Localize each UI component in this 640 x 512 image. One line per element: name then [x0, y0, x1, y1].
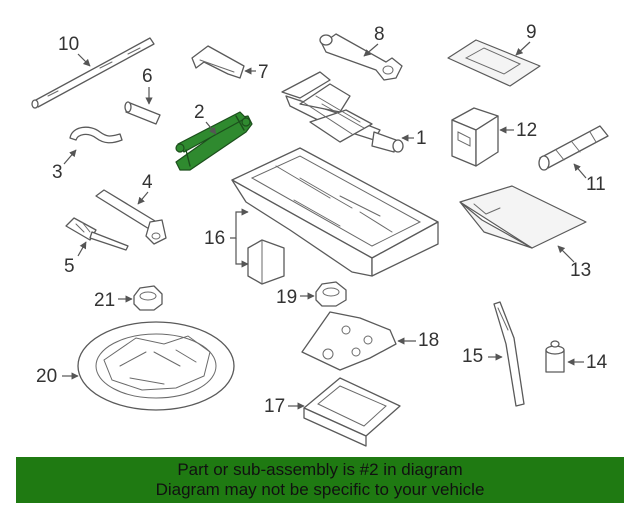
callout-9[interactable]: 9 — [526, 22, 537, 43]
callout-10[interactable]: 10 — [58, 34, 79, 55]
callout-3[interactable]: 3 — [52, 162, 63, 183]
callout-1[interactable]: 1 — [416, 128, 427, 149]
callout-19[interactable]: 19 — [276, 287, 297, 308]
part-4-lug-wrench[interactable] — [95, 189, 167, 245]
part-19-knob[interactable] — [315, 281, 347, 307]
part-11-cylinder[interactable] — [538, 125, 609, 171]
callout-2[interactable]: 2 — [194, 102, 205, 123]
callout-21[interactable]: 21 — [94, 290, 115, 311]
part-18-plate[interactable] — [301, 311, 397, 371]
banner-line-part-number: Part or sub-assembly is #2 in diagram — [177, 460, 463, 479]
part-12-box[interactable] — [451, 107, 499, 167]
part-21-knob[interactable] — [133, 285, 163, 311]
part-16-storage-tray[interactable] — [231, 147, 439, 285]
part-6-sleeve[interactable] — [124, 101, 161, 125]
part-20-organizer[interactable] — [77, 321, 235, 411]
callout-15[interactable]: 15 — [462, 346, 483, 367]
callout-18[interactable]: 18 — [418, 330, 439, 351]
part-1-scissor-jack[interactable] — [281, 71, 404, 153]
part-17-lower-tray[interactable] — [303, 377, 401, 447]
part-8-wrench[interactable] — [319, 33, 403, 81]
callout-13[interactable]: 13 — [570, 260, 591, 281]
callout-8[interactable]: 8 — [374, 24, 385, 45]
banner-line-disclaimer: Diagram may not be specific to your vehi… — [155, 480, 485, 499]
part-7-clip[interactable] — [191, 45, 245, 79]
callout-14[interactable]: 14 — [586, 352, 608, 373]
part-14-canister[interactable] — [545, 340, 565, 373]
callout-11[interactable]: 11 — [586, 174, 606, 195]
callout-6[interactable]: 6 — [142, 66, 153, 87]
callout-20[interactable]: 20 — [36, 366, 57, 387]
part-13-liner[interactable] — [459, 185, 587, 249]
part-3-spring-clip[interactable] — [69, 126, 123, 144]
callout-16[interactable]: 16 — [204, 228, 225, 249]
callout-17[interactable]: 17 — [264, 396, 285, 417]
callout-12[interactable]: 12 — [516, 120, 537, 141]
callout-5[interactable]: 5 — [64, 256, 75, 277]
part-10-rod[interactable] — [31, 37, 155, 109]
part-2-highlighted-bracket[interactable] — [175, 111, 253, 171]
callout-4[interactable]: 4 — [142, 172, 153, 193]
info-banner: Part or sub-assembly is #2 in diagram Di… — [16, 457, 624, 503]
callout-7[interactable]: 7 — [258, 62, 269, 83]
part-5-screwdriver[interactable] — [65, 217, 129, 251]
part-9-pad[interactable] — [447, 39, 541, 87]
part-15-tool[interactable] — [493, 301, 525, 407]
